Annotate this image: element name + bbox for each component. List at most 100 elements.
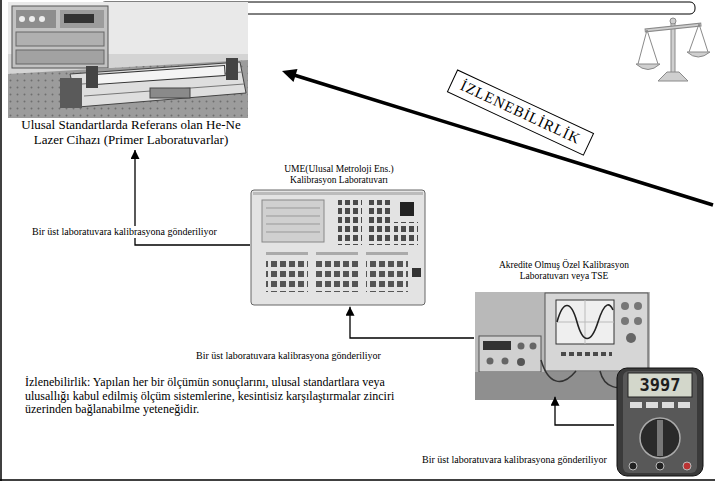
laser-photo-part <box>86 66 98 88</box>
page-frame-part <box>0 479 715 481</box>
laser-photo-part <box>8 2 248 118</box>
accredited-lab-photo-part <box>483 341 511 350</box>
image-area <box>250 189 428 305</box>
accredited-lab-photo-part <box>517 358 525 366</box>
balance-scale-icon-part <box>658 72 688 81</box>
laser-photo-part <box>60 10 104 28</box>
multimeter-illustration-part <box>630 402 642 408</box>
balance-scale-icon-part <box>670 18 676 24</box>
multimeter-illustration-part <box>629 462 637 470</box>
node-caption: Akredite Olmuş Özel Kalibrasyon Laboratu… <box>483 260 645 282</box>
accredited-lab-photo-part <box>487 358 494 365</box>
accredited-lab-photo-part <box>479 336 541 372</box>
ume-calibrator-instrument-part <box>266 252 308 255</box>
laser-photo-part <box>64 14 94 23</box>
node-caption: Ulusal Standartlarda Referans olan He-Ne… <box>6 118 256 148</box>
node-caption: İZLENEBİLİRLİK <box>457 77 583 148</box>
accredited-lab-photo-part <box>518 343 525 350</box>
laser-photo-part <box>12 6 108 68</box>
balance-scale-icon-part <box>647 30 658 64</box>
accredited-lab-photo-part <box>502 358 509 365</box>
laser-photo-part <box>95 65 225 84</box>
accredited-lab-photo-part <box>634 302 642 310</box>
traceability-arrow-part <box>294 75 713 205</box>
laser-photo-part <box>39 16 45 22</box>
edge-label-box: Bir üst laboratuvara kalibrasyona gönder… <box>30 221 219 239</box>
accredited-lab-photo-part <box>556 300 614 344</box>
ume-calibrator-instrument-part <box>266 232 320 233</box>
image-area <box>614 397 706 475</box>
multimeter-illustration-part <box>678 402 690 408</box>
image-area <box>474 285 654 395</box>
ume-calibrator-instrument-part <box>251 190 425 305</box>
ume-calibrator-instrument-part <box>412 268 421 277</box>
accredited-lab-photo-part <box>557 305 613 339</box>
balance-scale-icon <box>636 18 710 81</box>
multimeter-illustration-part <box>656 462 664 470</box>
multimeter-illustration-part <box>646 402 658 408</box>
laser-photo-part <box>16 32 104 46</box>
ume-calibrator-instrument <box>251 190 425 305</box>
ume-calibrator-instrument-part <box>366 200 390 245</box>
multimeter-node: 3997 <box>614 367 706 475</box>
balance-scale-icon-part <box>636 64 660 70</box>
ume-calibrator-instrument-part <box>366 258 408 292</box>
accredited-lab-photo-part <box>545 293 648 371</box>
multimeter-illustration-part <box>657 420 663 456</box>
page-frame-part <box>0 0 2 481</box>
balance-scale-icon-part <box>687 52 710 57</box>
ume-calibrator-instrument-part <box>266 224 320 225</box>
ume-calibrator-instrument-part <box>400 202 414 216</box>
accredited-lab-photo-part <box>634 317 642 325</box>
laser-photo <box>8 2 248 118</box>
connector-arrow <box>555 397 614 425</box>
ume-calibrator-instrument-part <box>394 222 418 245</box>
laser-photo-part <box>60 78 82 108</box>
balance-scale-icon-part <box>638 30 647 64</box>
laser-photo-part <box>150 88 190 98</box>
laser-photo-part <box>70 62 246 107</box>
accredited-lab-node: Akredite Olmuş Özel Kalibrasyon Laboratu… <box>474 260 654 395</box>
accredited-lab-photo-part <box>626 333 636 343</box>
accredited-lab-photo-part <box>621 302 629 310</box>
accredited-lab-photo-part <box>621 317 629 325</box>
edge-label: Bir üst laboratuvara kalibrasyona gönder… <box>194 350 383 362</box>
ume-calibrator-instrument-part <box>316 252 358 255</box>
ume-calibrator-instrument-part <box>338 200 362 245</box>
multimeter-illustration-part <box>662 402 674 408</box>
node-caption: UME(Ulusal Metroloji Ens.) Kalibrasyon L… <box>273 164 405 186</box>
ume-calibrator-instrument-part <box>266 216 320 217</box>
definition-note-box: İzlenebilirlik: Yapılan her bir ölçümün … <box>25 376 401 417</box>
traceability-tag: İZLENEBİLİRLİK <box>446 69 593 155</box>
image-area <box>6 2 256 118</box>
multimeter-illustration-part <box>640 418 680 458</box>
ume-lab-node: UME(Ulusal Metroloji Ens.) Kalibrasyon L… <box>250 164 428 305</box>
balance-scale-icon-part <box>671 22 675 74</box>
balance-scale-icon-part <box>699 24 708 52</box>
multimeter-illustration-part <box>683 462 691 470</box>
laser-photo-part <box>8 60 248 118</box>
accredited-lab-photo-part <box>558 350 612 356</box>
ume-calibrator-instrument-part <box>262 200 324 242</box>
laser-photo-part <box>226 58 238 80</box>
edge-label: Bir üst laboratuvara kalibrasyona gönder… <box>420 454 609 466</box>
ume-calibrator-instrument-part <box>266 208 320 209</box>
reference-laser-node: Ulusal Standartlarda Referans olan He-Ne… <box>6 2 256 148</box>
connector-arrow <box>350 307 474 338</box>
edge-label: Bir üst laboratuvara kalibrasyona gönder… <box>30 226 219 238</box>
laser-photo-part <box>8 60 248 118</box>
ume-calibrator-instrument-part <box>366 252 408 255</box>
accredited-lab-photo-part <box>530 343 537 350</box>
traceability-arrow-part <box>282 69 298 82</box>
balance-scale-icon-part <box>689 24 699 52</box>
laser-photo-part <box>16 50 104 64</box>
laser-photo-part <box>19 16 25 22</box>
edge-label-box: Bir üst laboratuvara kalibrasyona gönder… <box>420 449 609 467</box>
ume-calibrator-instrument-part <box>266 258 308 292</box>
ume-calibrator-instrument-part <box>316 258 358 292</box>
laser-photo-part <box>29 16 35 22</box>
definition-note: İzlenebilirlik: Yapılan her bir ölçümün … <box>25 376 401 417</box>
edge-label-box: Bir üst laboratuvara kalibrasyona gönder… <box>194 345 383 363</box>
